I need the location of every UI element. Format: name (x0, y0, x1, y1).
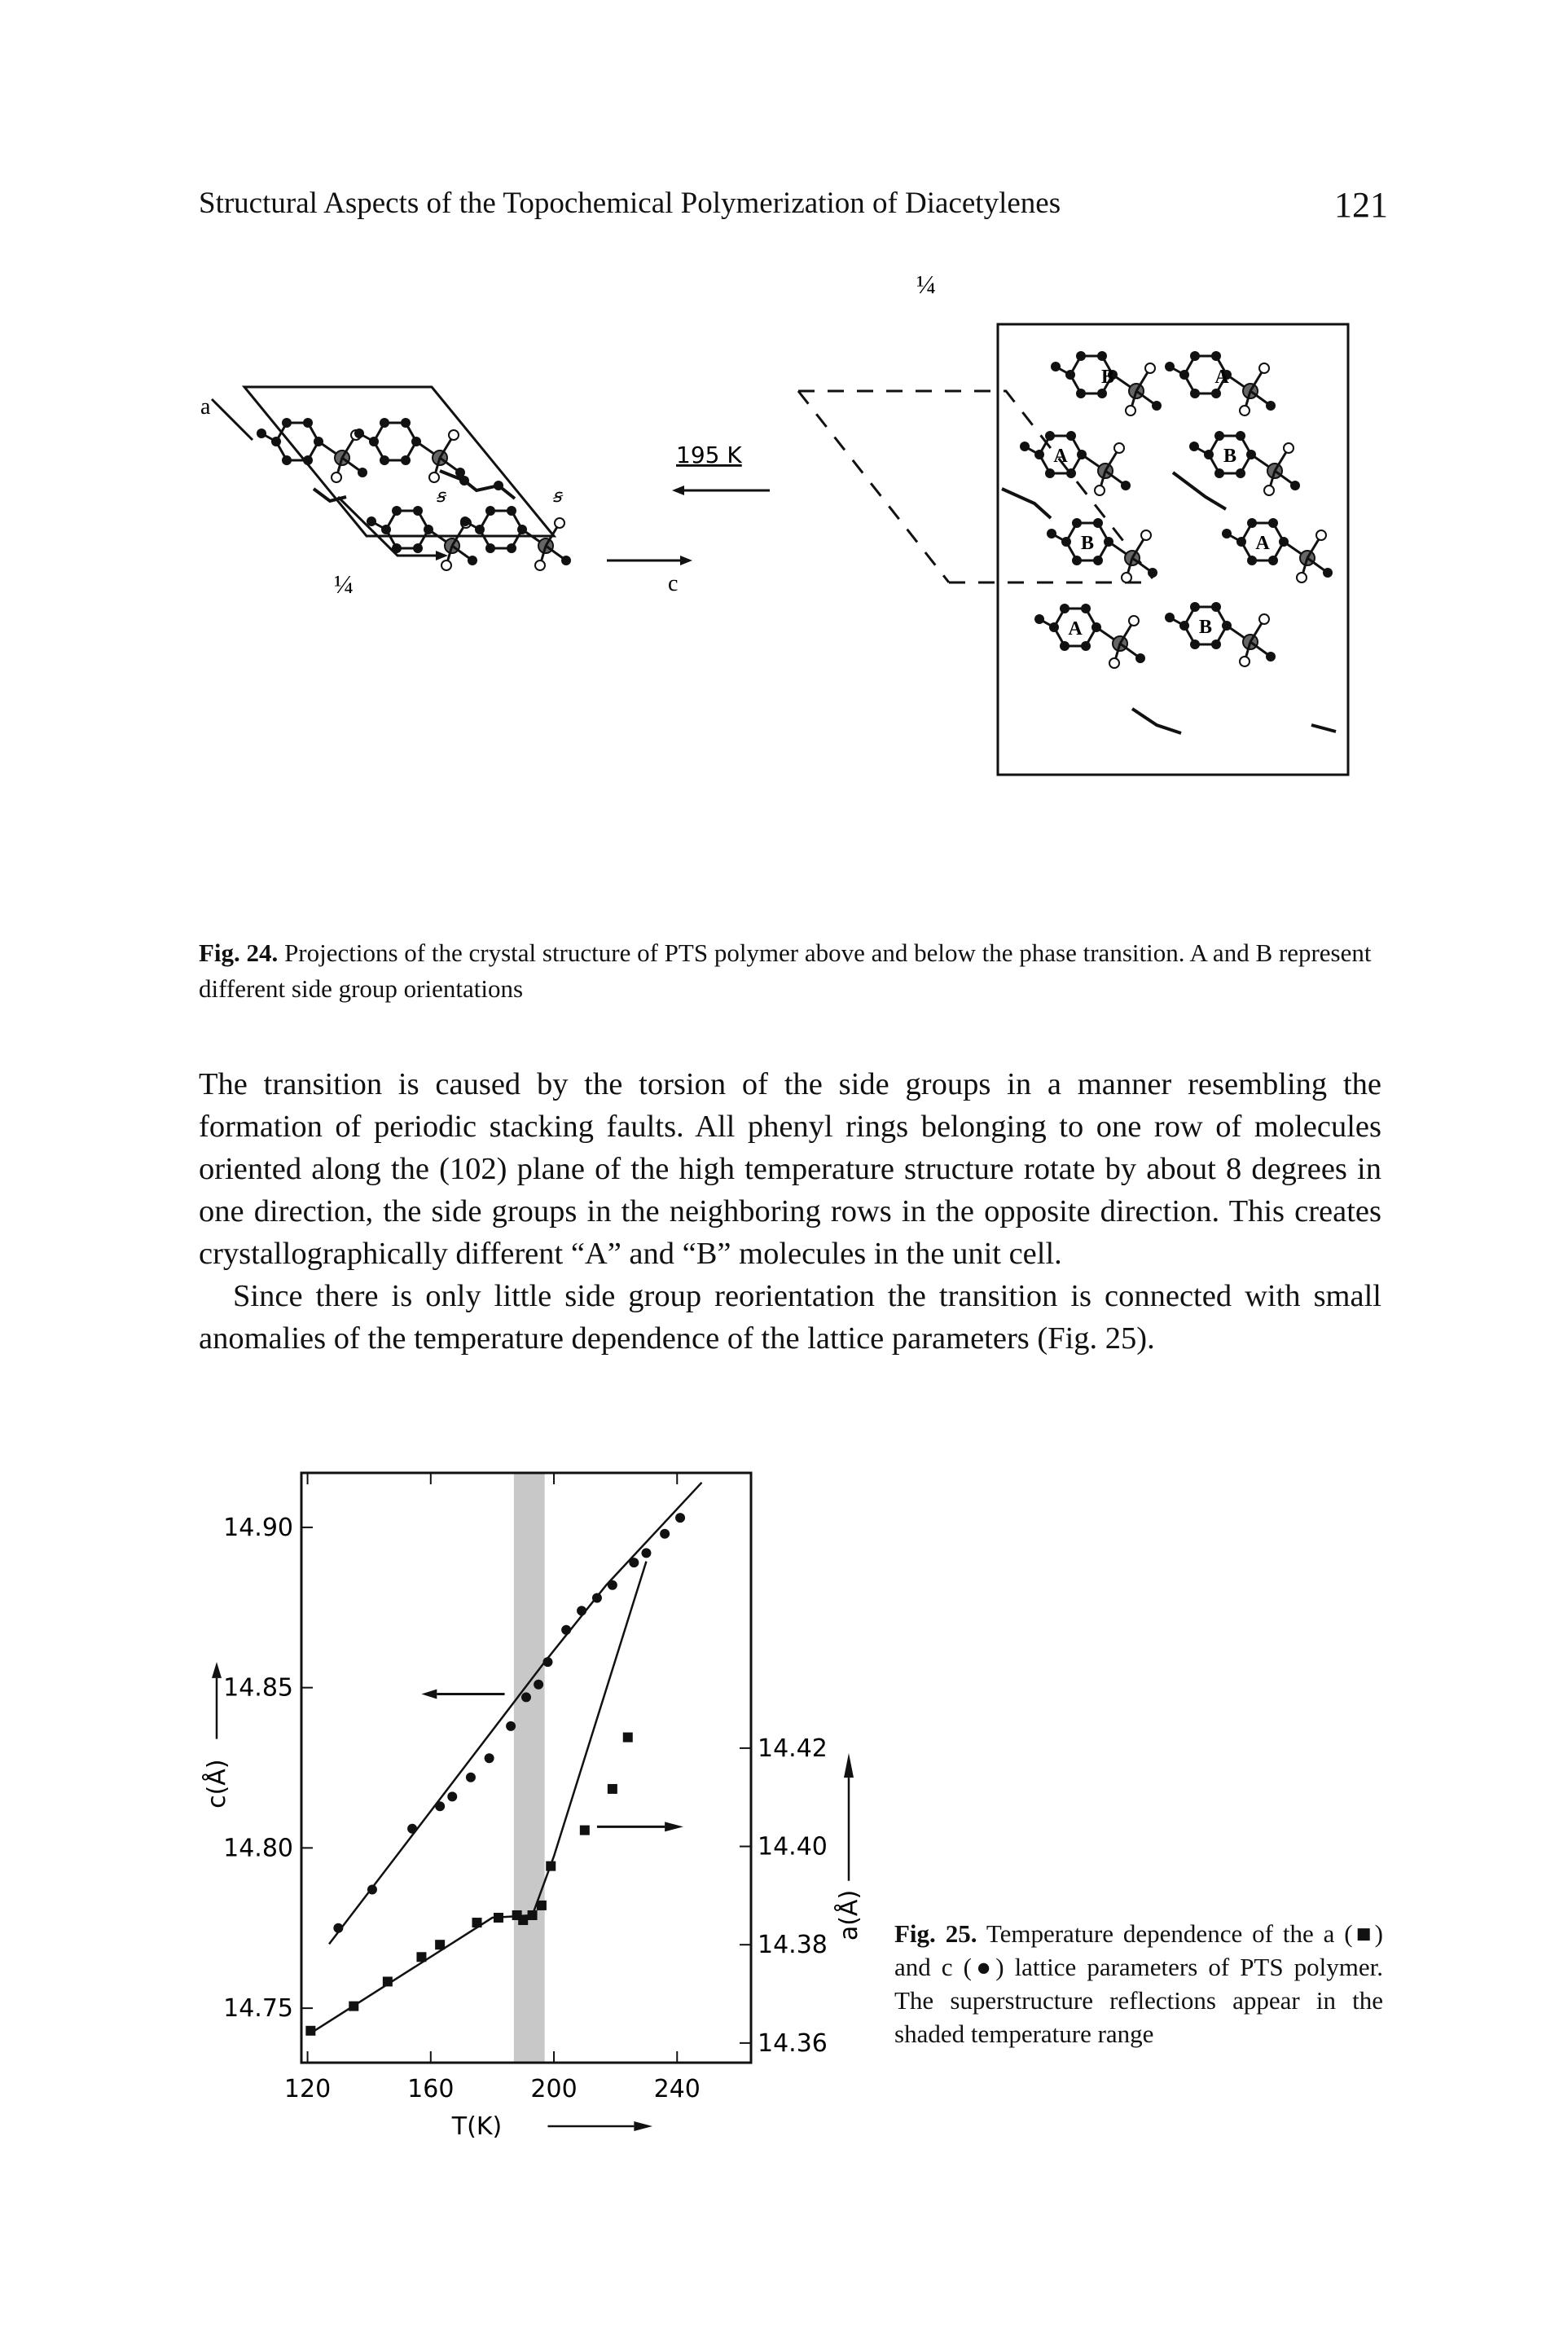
group-label: B (1199, 617, 1212, 638)
a-parameter-point (607, 1783, 617, 1794)
svg-text:ꞩ: ꞩ (552, 486, 564, 506)
paragraph: The transition is caused by the torsion … (199, 1067, 1381, 1271)
x-tick-label: 120 (284, 2075, 331, 2103)
svg-text:ꞩ: ꞩ (436, 486, 447, 506)
figure-24: ꞩ ꞩ a c ¼ 195 K (195, 269, 1385, 921)
x-tick-label: 200 (530, 2075, 577, 2103)
c-parameter-point (675, 1513, 686, 1523)
figure-24-caption-text: Projections of the crystal structure of … (199, 938, 1372, 1003)
figure-24-caption: Fig. 24. Projections of the crystal stru… (199, 935, 1380, 1007)
group-label: A (1068, 618, 1083, 639)
y-tick-label-left: 14.80 (223, 1834, 293, 1862)
c-parameter-point (333, 1923, 344, 1933)
y-left-arrowhead (212, 1662, 222, 1678)
running-head: Structural Aspects of the Topochemical P… (199, 185, 1388, 235)
right-axis-quarter-label: ¼ (916, 270, 936, 299)
figure-25-label: Fig. 25. (894, 1919, 977, 1948)
y-axis-label-right: a(Å) (834, 1890, 863, 1940)
left-axis-quarter-label: ¼ (334, 569, 354, 599)
running-title: Structural Aspects of the Topochemical P… (199, 187, 1061, 220)
a-parameter-point (536, 1900, 547, 1910)
left-axis-a-label: a (200, 394, 211, 420)
page-number: 121 (1334, 185, 1388, 225)
c-parameter-point (407, 1823, 418, 1834)
c-parameter-point (367, 1884, 377, 1895)
y-tick-label-right: 14.42 (758, 1734, 828, 1763)
left-axis-c: c (607, 556, 692, 596)
lattice-parameter-chart: 120 160 200 240 14.75 14.80 14.85 14.90 14.36 14.… (202, 1471, 863, 2141)
y-tick-label-left: 14.90 (223, 1514, 293, 1542)
c-parameter-point (521, 1692, 531, 1703)
y-axis-label-left: c(Å) (202, 1759, 231, 1808)
body-text: The transition is caused by the torsion … (199, 1063, 1381, 1360)
y-right-arrowhead (844, 1752, 854, 1778)
figure-24-label: Fig. 24. (199, 938, 279, 967)
c-parameter-point (465, 1772, 476, 1782)
dashed-cell (797, 389, 1154, 584)
group-label: B (1223, 446, 1236, 467)
shaded-transition-range (513, 1473, 545, 2063)
a-parameter-point (416, 1952, 427, 1962)
c-parameter-point (447, 1791, 458, 1802)
a-parameter-point (382, 1976, 393, 1987)
a-parameter-point (305, 2025, 316, 2036)
high-temperature-cell: ꞩ ꞩ (241, 385, 571, 570)
x-tick-label: 160 (407, 2075, 454, 2103)
figure-25-caption-text: Temperature dependence of the a (■) and … (894, 1919, 1383, 2048)
figure-25: 120 160 200 240 14.75 14.80 14.85 14.90 14.36 14.… (195, 1458, 912, 2175)
a-parameter-point (518, 1915, 529, 1926)
a-parameter-point (527, 1910, 538, 1920)
x-tick-label: 240 (654, 2075, 701, 2103)
left-axis-a: a (200, 394, 254, 442)
y-tick-label-left: 14.85 (223, 1674, 293, 1703)
a-parameter-point (349, 2001, 359, 2011)
fit-line (310, 1561, 648, 2034)
c-parameter-point (534, 1679, 544, 1690)
a-parameter-point (579, 1825, 590, 1835)
left-axis-arrowhead (421, 1689, 437, 1699)
a-parameter-point (472, 1918, 482, 1928)
c-parameter-point (435, 1801, 446, 1812)
c-parameter-point (506, 1721, 516, 1731)
c-parameter-point (542, 1657, 553, 1668)
right-axis-arrowhead (665, 1822, 683, 1832)
c-parameter-point (577, 1606, 587, 1616)
x-axis-arrowhead (634, 2121, 653, 2131)
x-axis-label: T(K) (451, 2112, 502, 2141)
c-parameter-point (629, 1558, 639, 1568)
crystal-structure-diagram: ꞩ ꞩ a c ¼ 195 K (200, 270, 1350, 776)
plot-frame (300, 1471, 753, 2064)
y-tick-label-left: 14.75 (223, 1994, 293, 2023)
c-parameter-point (561, 1624, 572, 1635)
group-label: B (1081, 533, 1094, 554)
y-tick-label-right: 14.38 (758, 1931, 828, 1959)
c-parameter-point (484, 1753, 494, 1764)
a-parameter-point (622, 1732, 633, 1743)
group-label: A (1255, 533, 1270, 554)
left-axis-c-label: c (668, 571, 678, 596)
transition-label: 195 K (676, 442, 742, 468)
c-parameter-point (591, 1593, 602, 1603)
low-temperature-cell: B A A B B A A B (996, 323, 1350, 776)
y-tick-label-right: 14.36 (758, 2029, 828, 2058)
c-parameter-point (660, 1528, 670, 1539)
right-axis-quarter: ¼ (916, 270, 936, 299)
c-parameter-point (641, 1548, 652, 1558)
left-axis-quarter: ¼ (334, 495, 448, 599)
group-label: A (1214, 367, 1229, 388)
a-parameter-point (493, 1913, 503, 1923)
transition-arrow: 195 K (672, 442, 770, 495)
y-tick-label-right: 14.40 (758, 1833, 828, 1861)
group-label: B (1101, 367, 1114, 388)
a-parameter-point (546, 1861, 556, 1871)
figure-25-caption: Fig. 25. Temperature dependence of the a… (894, 1917, 1383, 2050)
a-parameter-point (435, 1940, 446, 1950)
c-parameter-point (607, 1580, 617, 1590)
paragraph: Since there is only little side group re… (199, 1279, 1381, 1356)
group-label: A (1053, 446, 1068, 467)
